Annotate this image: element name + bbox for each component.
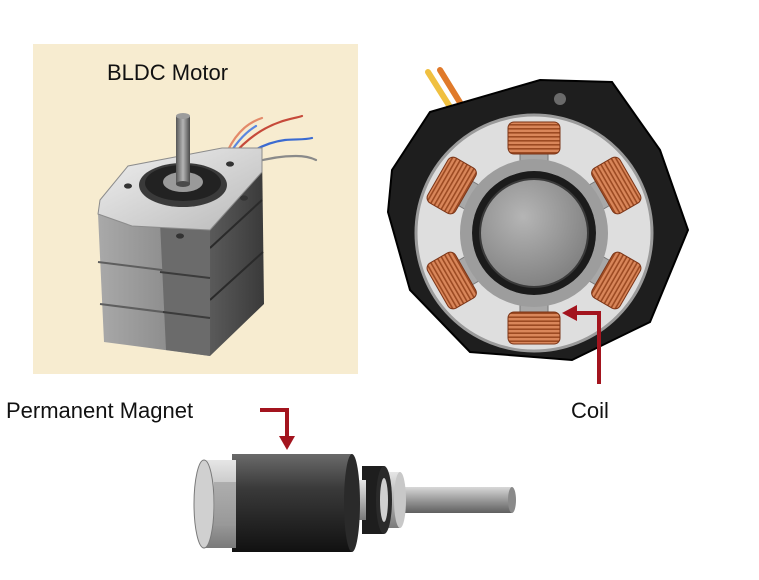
coil-arrow <box>562 305 601 384</box>
motor-exterior-illustration <box>97 113 318 356</box>
rotor-assembly-illustration <box>193 454 516 552</box>
motor-cross-section-illustration <box>386 67 690 362</box>
permanent-magnet-label: Permanent Magnet <box>6 398 194 423</box>
stator-coils <box>426 121 642 345</box>
permanent-magnet-arrow <box>260 408 295 450</box>
coil-label: Coil <box>571 398 609 423</box>
diagram-title: BLDC Motor <box>107 60 229 85</box>
